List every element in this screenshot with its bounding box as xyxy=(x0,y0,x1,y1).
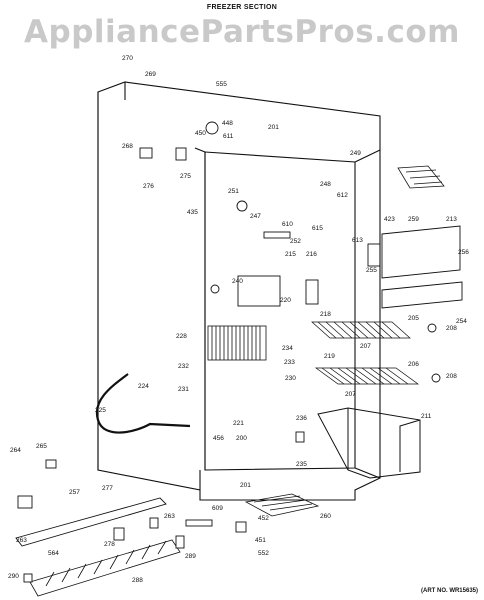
small-parts xyxy=(17,121,441,583)
part-label: 218 xyxy=(320,311,331,318)
part-label: 213 xyxy=(446,216,457,223)
part-label: 228 xyxy=(176,333,187,340)
part-label: 240 xyxy=(232,278,243,285)
part-label: 452 xyxy=(258,515,269,522)
part-label: 288 xyxy=(132,577,143,584)
watermark: AppliancePartsPros.com xyxy=(24,14,460,50)
part-label: 278 xyxy=(104,541,115,548)
part-label: 220 xyxy=(280,297,291,304)
part-label: 248 xyxy=(320,181,331,188)
part-label: 249 xyxy=(350,150,361,157)
part-label: 275 xyxy=(180,173,191,180)
part-label: 235 xyxy=(296,461,307,468)
part-label: 268 xyxy=(122,143,133,150)
part-label: 233 xyxy=(284,359,295,366)
part-label: 232 xyxy=(178,363,189,370)
part-label: 289 xyxy=(185,553,196,560)
part-label: 208 xyxy=(446,325,457,332)
part-label: 611 xyxy=(223,133,234,140)
evaporator-coil xyxy=(207,325,267,361)
part-label: 259 xyxy=(408,216,419,223)
part-label: 215 xyxy=(285,251,296,258)
part-label: 612 xyxy=(337,192,348,199)
part-label: 263 xyxy=(16,537,27,544)
part-label: 263 xyxy=(164,513,175,520)
part-label: 613 xyxy=(352,237,363,244)
part-label: 451 xyxy=(255,537,266,544)
part-label: 456 xyxy=(213,435,224,442)
part-label: 276 xyxy=(143,183,154,190)
part-label: 224 xyxy=(138,383,149,390)
part-label: 230 xyxy=(285,375,296,382)
part-label: 423 xyxy=(384,216,395,223)
part-label: 205 xyxy=(408,315,419,322)
part-label: 277 xyxy=(102,485,113,492)
part-label: 225 xyxy=(95,407,106,414)
part-label: 270 xyxy=(122,55,133,62)
section-title: FREEZER SECTION xyxy=(206,4,278,11)
part-label: 610 xyxy=(282,221,293,228)
art-number: (ART NO. WR15635) xyxy=(420,588,478,594)
part-number-labels: 270 269 555 448 201 450 611 268 249 275 … xyxy=(8,55,469,584)
part-label: 201 xyxy=(240,482,251,489)
part-label: 231 xyxy=(178,386,189,393)
part-label: 219 xyxy=(324,353,335,360)
wire-shelves xyxy=(311,321,420,385)
ice-tray xyxy=(397,165,445,189)
drain-pan xyxy=(244,493,320,517)
part-label: 615 xyxy=(312,225,323,232)
part-label: 609 xyxy=(212,505,223,512)
part-label: 257 xyxy=(69,489,80,496)
part-label: 252 xyxy=(290,238,301,245)
part-label: 450 xyxy=(195,130,206,137)
part-label: 255 xyxy=(366,267,377,274)
part-label: 564 xyxy=(48,550,59,557)
part-label: 211 xyxy=(421,413,432,420)
ice-bin xyxy=(317,407,421,479)
part-label: 206 xyxy=(408,361,419,368)
part-label: 247 xyxy=(250,213,261,220)
drain-hose xyxy=(95,373,191,434)
part-label: 254 xyxy=(456,318,467,325)
part-label: 269 xyxy=(145,71,156,78)
part-label: 201 xyxy=(268,124,279,131)
part-label: 234 xyxy=(282,345,293,352)
part-label: 448 xyxy=(222,120,233,127)
part-label: 552 xyxy=(258,550,269,557)
part-label: 260 xyxy=(320,513,331,520)
part-label: 208 xyxy=(446,373,457,380)
part-label: 435 xyxy=(187,209,198,216)
part-label: 236 xyxy=(296,415,307,422)
door-panels xyxy=(367,225,463,309)
part-label: 256 xyxy=(458,249,469,256)
part-label: 555 xyxy=(216,81,227,88)
part-label: 216 xyxy=(306,251,317,258)
part-label: 290 xyxy=(8,573,19,580)
part-label: 265 xyxy=(36,443,47,450)
part-label: 207 xyxy=(345,391,356,398)
toe-grille xyxy=(29,539,181,597)
part-label: 207 xyxy=(360,343,371,350)
part-label: 200 xyxy=(236,435,247,442)
part-label: 221 xyxy=(233,420,244,427)
bottom-rail xyxy=(15,497,167,547)
part-label: 251 xyxy=(228,188,239,195)
part-label: 264 xyxy=(10,447,21,454)
